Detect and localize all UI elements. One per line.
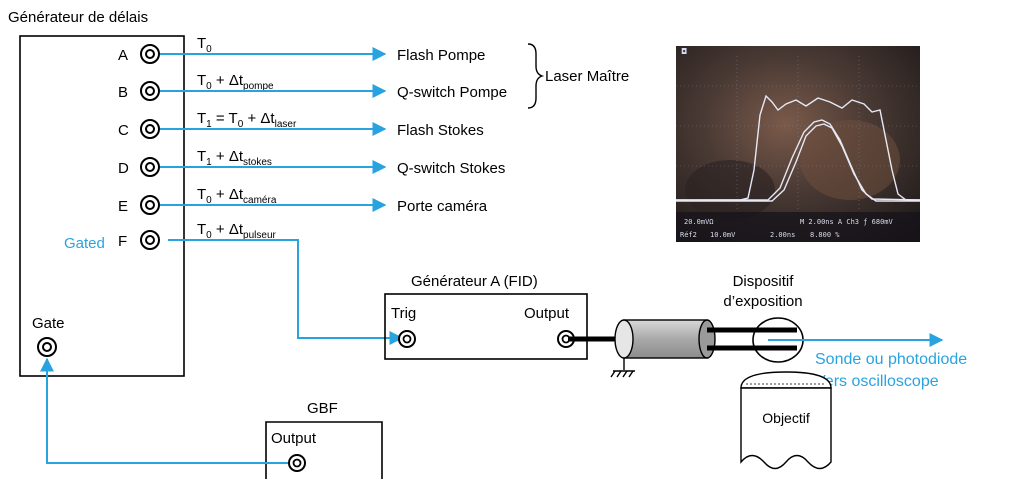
gated-label: Gated (64, 235, 105, 252)
channel-b-delay-label: T0 + Δtpompe (197, 72, 274, 92)
scope-trace-3 (676, 123, 920, 202)
line-f-to-trig (168, 239, 404, 345)
exposure-title-line1: Dispositif (733, 273, 795, 290)
coaxial-cylinder (614, 319, 716, 359)
scope-row1-left: 20.0mVΩ (684, 218, 714, 226)
channel-c-target: Flash Stokes (397, 122, 484, 139)
channel-a-connector[interactable] (140, 44, 160, 64)
laser-group-label: Laser Maître (545, 68, 629, 85)
channel-b-letter: B (118, 84, 128, 101)
scope-marker-icon: ◘ (681, 47, 687, 56)
scope-row1-right: M 2.00ns A Ch3 ƒ 680mV (800, 218, 894, 226)
scope-row2-volts: 10.0mV (710, 231, 736, 239)
gbf-output-connector[interactable] (288, 454, 306, 472)
channel-c-connector[interactable] (140, 119, 160, 139)
channel-d-connector[interactable] (140, 157, 160, 177)
channel-d-delay-label: T1 + Δtstokes (197, 148, 272, 168)
gate-connector[interactable] (37, 337, 57, 357)
oscilloscope-screenshot: ◘ 20.0mVΩ M 2.00ns A Ch3 ƒ 680mV Réf2 10… (676, 46, 921, 242)
ground-icon (610, 358, 635, 378)
objective-lens (740, 371, 832, 470)
scope-trace-2 (676, 119, 921, 201)
trig-label: Trig (391, 305, 416, 322)
scope-row2-time: 2.00ns (770, 231, 795, 239)
probe-label-line1: Sonde ou photodiode (815, 351, 967, 368)
channel-a-target: Flash Pompe (397, 47, 485, 64)
channel-e-delay-label: T0 + Δtcaméra (197, 186, 277, 206)
scope-trace-1 (676, 94, 920, 201)
objective-label: Objectif (762, 410, 810, 426)
gbf-output-label: Output (271, 430, 317, 447)
gate-label: Gate (32, 315, 65, 332)
channel-f-delay-label: T0 + Δtpulseur (197, 221, 276, 241)
scope-row2-ref: Réf2 (680, 231, 697, 239)
channel-e-letter: E (118, 198, 128, 215)
channel-e-target: Porte caméra (397, 198, 488, 215)
trig-connector[interactable] (398, 330, 416, 348)
channel-a-letter: A (118, 47, 128, 64)
generator-a-title: Générateur A (FID) (411, 273, 538, 290)
exposure-title-line2: d’exposition (723, 293, 802, 310)
channel-d-letter: D (118, 160, 129, 177)
channel-e-connector[interactable] (140, 195, 160, 215)
channel-d-target: Q-switch Stokes (397, 160, 505, 177)
laser-group-brace (527, 43, 545, 109)
generator-a-output-label: Output (524, 305, 570, 322)
delay-generator-title: Générateur de délais (8, 9, 148, 26)
channel-b-connector[interactable] (140, 81, 160, 101)
line-gbf-to-gate (40, 357, 288, 464)
channel-f-connector[interactable] (140, 230, 160, 250)
generator-a-box (384, 293, 588, 360)
channel-c-letter: C (118, 122, 129, 139)
probe-label-line2: Vers oscilloscope (815, 373, 939, 390)
scope-row2-pct: 8.800 % (810, 231, 840, 239)
gbf-box (265, 421, 383, 479)
gbf-title: GBF (307, 400, 338, 417)
channel-a-delay-label: T0 (197, 35, 212, 55)
channel-f-letter: F (118, 233, 127, 250)
channel-b-target: Q-switch Pompe (397, 84, 507, 101)
generator-a-output-connector[interactable] (557, 330, 575, 348)
channel-c-delay-label: T1 = T0 + Δtlaser (197, 110, 297, 130)
